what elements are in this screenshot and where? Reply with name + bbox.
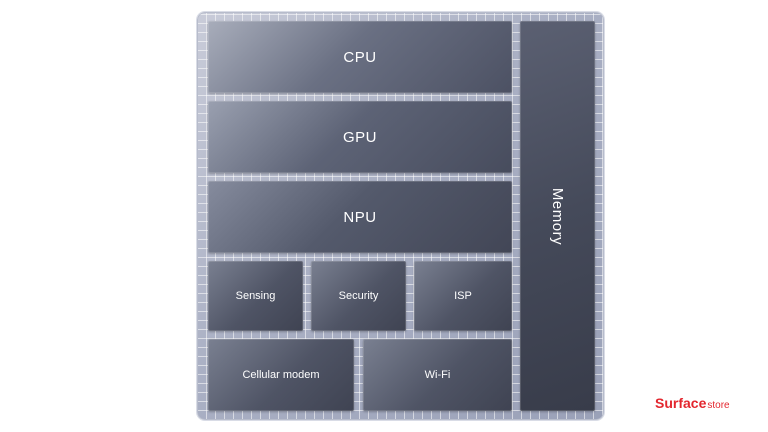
memory-label: Memory [548, 187, 566, 245]
npu-label: NPU [343, 208, 377, 226]
security-block: Security [311, 261, 406, 331]
cpu-label: CPU [343, 48, 377, 66]
sensing-label: Sensing [235, 290, 276, 302]
logo-primary-text: Surface [655, 395, 707, 411]
wifi-block: Wi-Fi [363, 339, 512, 411]
memory-block: Memory [520, 21, 595, 411]
cpu-block: CPU [208, 21, 512, 93]
gpu-label: GPU [342, 128, 377, 146]
cellular-modem-block: Cellular modem [208, 339, 354, 411]
isp-label: ISP [454, 290, 472, 302]
wifi-label: Wi-Fi [424, 369, 451, 381]
surface-store-logo: Surfacestore [655, 395, 730, 413]
cellular-modem-label: Cellular modem [242, 369, 320, 381]
npu-block: NPU [208, 181, 512, 253]
isp-block: ISP [414, 261, 512, 331]
security-label: Security [338, 290, 379, 302]
logo-secondary-text: store [707, 400, 730, 411]
gpu-block: GPU [208, 101, 512, 173]
sensing-block: Sensing [208, 261, 303, 331]
